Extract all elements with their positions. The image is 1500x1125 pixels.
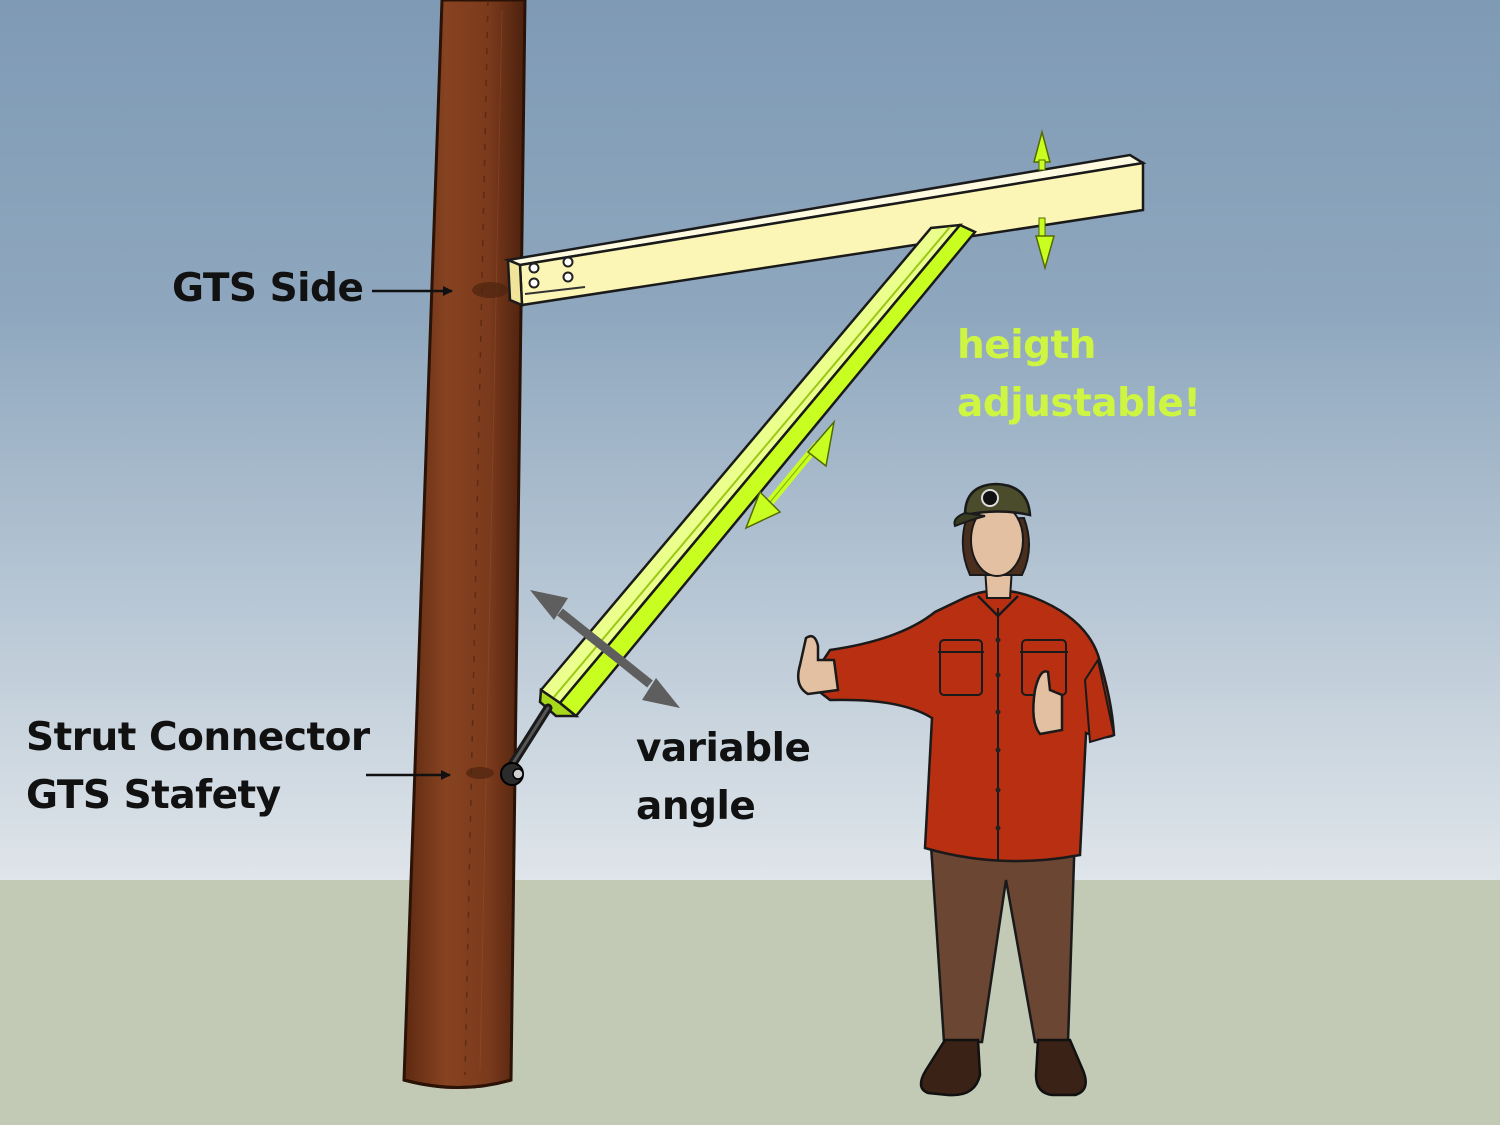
height-double-arrow-icon [1033,129,1055,271]
sky [0,0,1500,880]
bolt-icon [562,256,574,268]
label-angle-line1: variable [636,726,811,771]
angle-double-arrow-icon [530,590,680,708]
bolt-icon [528,262,540,274]
label-height-line1: heigth [957,323,1096,368]
label-height-adjustable: heigth adjustable! [957,317,1201,433]
bolt-icon [562,271,574,283]
strut-slide-arrow-icon [744,419,836,530]
label-gts-side: GTS Side [172,260,364,318]
strut-connector [500,703,553,786]
label-height-line2: adjustable! [957,381,1201,426]
label-strut-connector-line1: Strut Connector [26,715,370,760]
label-gts-side-text: GTS Side [172,266,364,311]
label-variable-angle: variable angle [636,720,811,836]
label-strut-connector: Strut Connector GTS Stafety [26,709,370,825]
ground [0,880,1500,1125]
cap-logo-icon [981,489,999,507]
label-angle-line2: angle [636,784,756,829]
bolt-icon [528,277,540,289]
utility-pole [402,0,527,1089]
diagonal-strut [538,223,977,718]
label-strut-connector-line2: GTS Stafety [26,773,281,818]
crossarm [503,153,1147,307]
person-figure [797,482,1116,1097]
